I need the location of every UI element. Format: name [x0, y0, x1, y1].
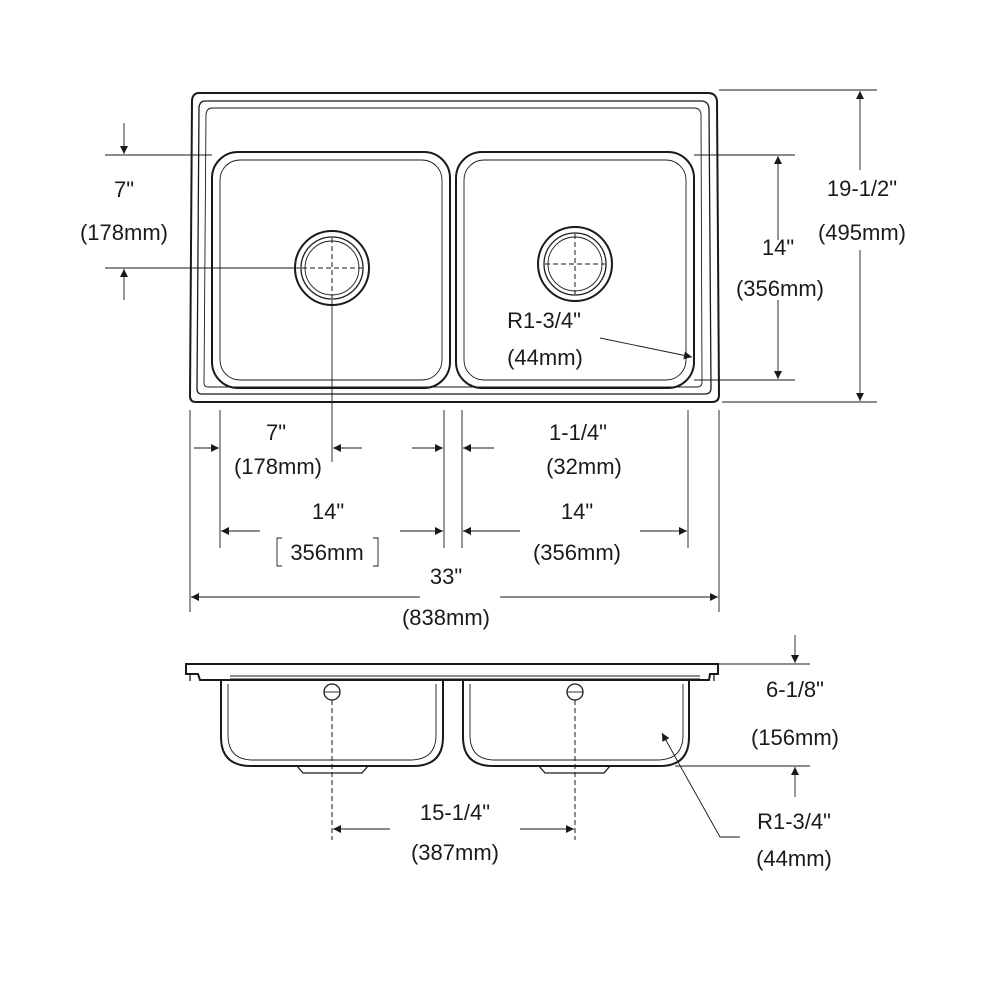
right-bowl-profile	[462, 680, 690, 767]
depth-imperial: 6-1/8"	[766, 677, 824, 702]
overall-length-imperial: 33"	[430, 564, 462, 589]
drain-spacing-metric: (387mm)	[411, 840, 499, 865]
top-corner-radius-metric: (44mm)	[507, 345, 583, 370]
left-drain-offset-imperial: 7"	[114, 177, 134, 202]
depth-metric: (156mm)	[751, 725, 839, 750]
left-bowl-inner	[219, 159, 443, 381]
bowl-length-imperial: 14"	[762, 235, 794, 260]
left-bowl-outline	[211, 151, 451, 389]
overall-length-metric: (838mm)	[402, 605, 490, 630]
sink-flange	[185, 663, 719, 681]
left-bowl-profile	[220, 680, 444, 767]
left-drain-icon	[294, 230, 370, 306]
bottom-drain-offset-imperial: 7"	[266, 420, 286, 445]
right-bowl-inner	[463, 159, 687, 381]
dimension-labels: 7" (178mm) 14" (356mm) 19-1/2" (495mm) R…	[80, 176, 906, 871]
bowl-length-metric: (356mm)	[736, 276, 824, 301]
right-bowl-width-metric: (356mm)	[533, 540, 621, 565]
right-bowl-outline	[455, 151, 695, 389]
left-bowl-width-metric: 356mm	[290, 540, 363, 565]
divider-width-metric: (32mm)	[546, 454, 622, 479]
left-drain-offset-metric: (178mm)	[80, 220, 168, 245]
drain-spacing-imperial: 15-1/4"	[420, 800, 490, 825]
overall-width-imperial: 19-1/2"	[827, 176, 897, 201]
left-bowl-width-imperial: 14"	[312, 499, 344, 524]
overall-width-metric: (495mm)	[818, 220, 906, 245]
sink-outer-rim	[188, 92, 721, 403]
front-corner-radius-metric: (44mm)	[756, 846, 832, 871]
top-corner-radius-imperial: R1-3/4"	[507, 308, 581, 333]
top-view	[105, 89, 877, 403]
divider-width-imperial: 1-1/4"	[549, 420, 607, 445]
front-corner-radius-imperial: R1-3/4"	[757, 809, 831, 834]
front-view	[185, 635, 810, 840]
right-drain-icon	[537, 226, 613, 302]
sink-deck-line	[203, 107, 703, 388]
sink-rim-inner-line	[196, 100, 712, 395]
bottom-drain-offset-metric: (178mm)	[234, 454, 322, 479]
top-view-horizontal-dimensions	[189, 300, 720, 612]
right-bowl-width-imperial: 14"	[561, 499, 593, 524]
